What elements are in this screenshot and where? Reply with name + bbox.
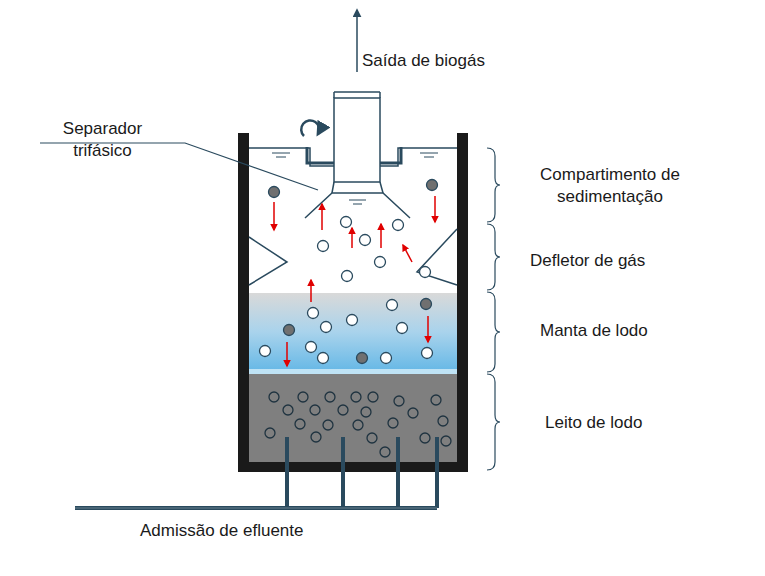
particles <box>260 180 452 458</box>
tank-wall <box>238 133 249 472</box>
zone-label: Saída de biogás <box>362 50 532 72</box>
blanket-edge <box>249 369 457 374</box>
gas-bubble <box>308 308 319 319</box>
gas-bubble <box>375 257 386 268</box>
flow-arrow <box>403 245 412 262</box>
sludge-granule <box>441 436 451 446</box>
three-phase-separator <box>305 193 410 218</box>
flow-arrow <box>351 228 353 248</box>
sludge-granule <box>351 392 361 402</box>
gas-bubble <box>318 241 329 252</box>
three-phase-separator <box>332 182 334 193</box>
sludge-granule <box>353 420 363 430</box>
sludge-blanket <box>249 293 457 371</box>
chimney-rim <box>334 91 380 93</box>
zone-bracket <box>487 148 500 470</box>
flow-arrow <box>321 204 323 230</box>
sludge-particle <box>421 299 432 310</box>
sludge-bed <box>249 374 457 462</box>
gas-bubble <box>422 348 433 359</box>
gas-deflector <box>249 237 287 285</box>
flow-arrow <box>273 202 275 230</box>
sludge-granule <box>388 418 398 428</box>
inlet-pipe <box>75 437 437 508</box>
zone-label: Defletor de gás <box>530 250 680 272</box>
gas-bubble <box>321 322 332 333</box>
three-phase-separator <box>380 182 383 193</box>
sludge-granule <box>265 428 275 438</box>
gas-bubble <box>397 323 408 334</box>
flow-arrow <box>380 224 382 248</box>
sludge-particle <box>284 325 295 336</box>
sludge-granule <box>394 396 404 406</box>
flow-arrow <box>427 316 429 342</box>
sludge-granule <box>298 392 308 402</box>
sludge-particle <box>269 187 280 198</box>
chimney-rim <box>333 92 335 98</box>
sludge-granule <box>431 395 441 405</box>
sludge-granule <box>361 407 371 417</box>
sludge-granule <box>438 416 448 426</box>
zone-label: Manta de lodo <box>540 320 690 342</box>
gas-bubble <box>347 315 358 326</box>
gas-bubble <box>260 346 271 357</box>
water-level-mark <box>272 153 438 204</box>
sludge-particle <box>427 180 438 191</box>
sludge-granule <box>338 405 348 415</box>
zone-label: Leito de lodo <box>545 412 695 434</box>
sludge-granule <box>269 392 279 402</box>
sludge-particle <box>357 353 368 364</box>
chimney-rim <box>379 92 381 98</box>
sludge-granule <box>420 433 430 443</box>
gas-deflector <box>417 229 457 285</box>
gas-bubble <box>342 271 353 282</box>
tank-bottom <box>238 462 468 472</box>
sludge-granule <box>367 433 377 443</box>
gas-bubble <box>393 220 404 231</box>
zone-label: Separador trifásico <box>40 118 165 162</box>
gas-bubble <box>420 267 431 278</box>
biogas-arrow <box>356 10 358 72</box>
gas-bubble <box>387 300 398 311</box>
flow-arrow <box>434 196 436 222</box>
gas-bubble <box>341 217 352 228</box>
gas-bubble <box>381 353 392 364</box>
sludge-granule <box>295 419 305 429</box>
circulation-arrow <box>301 120 319 136</box>
zone-label: Compartimento de sedimentação <box>515 164 705 208</box>
flow-arrow <box>310 280 312 302</box>
gas-bubble <box>318 353 329 364</box>
sludge-granule <box>311 432 321 442</box>
sludge-granule <box>368 392 378 402</box>
zone-label: Admissão de efluente <box>140 520 360 542</box>
flow-arrow <box>286 342 288 366</box>
gas-bubble <box>306 342 317 353</box>
sludge-granule <box>408 408 418 418</box>
tank-wall <box>457 133 468 472</box>
gas-bubble <box>360 235 371 246</box>
sludge-granule <box>325 392 335 402</box>
sludge-granule <box>323 420 333 430</box>
sludge-granule <box>283 405 293 415</box>
sludge-granule <box>380 447 390 457</box>
sludge-granule <box>310 405 320 415</box>
gas-chimney <box>334 98 380 182</box>
